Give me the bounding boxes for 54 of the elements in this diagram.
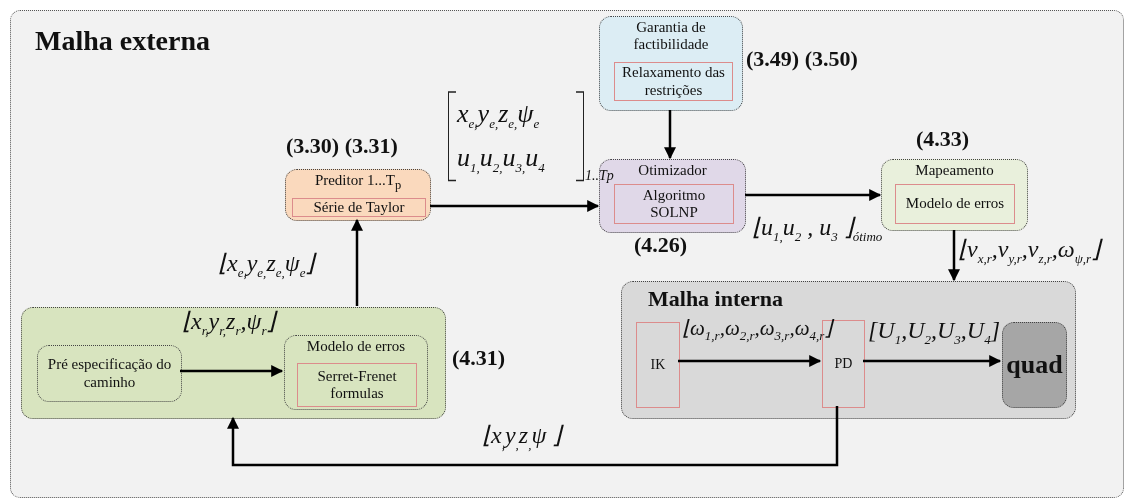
- block-label: Serret-Frenet formulas: [316, 367, 398, 403]
- equation-reference: (4.31): [452, 345, 506, 371]
- edge-label: ⌊x$_{,}$y$_{,}$z$_{,}$ψ ⌋: [482, 422, 562, 453]
- inner-box: [614, 62, 733, 101]
- inner-loop-panel: [621, 281, 1076, 419]
- edge-label: ⌊v$_{x,r}$,v$_{y,r}$,v$_{z,r}$,ω$_{ψ,r}$⌋: [958, 236, 1101, 267]
- block-box: [284, 335, 428, 410]
- inner-box: [292, 198, 426, 217]
- block-label: Preditor 1...T$_{p}$: [313, 172, 403, 193]
- equation-reference: (4.33): [916, 126, 970, 152]
- equation-reference: (3.49) (3.50): [746, 46, 858, 72]
- block-label: Modelo de erros: [305, 338, 407, 356]
- inner-box: [297, 363, 417, 407]
- arrow: [678, 355, 822, 367]
- equation-reference: (4.26): [634, 232, 688, 258]
- edge-label: ⌊ω$_{1,r}$,ω$_{2,r}$,ω$_{3,r}$,ω$_{4,r}$⌋: [682, 317, 833, 344]
- block-label: IK: [649, 356, 667, 374]
- block-label: Série de Taylor: [312, 198, 406, 217]
- block-box: [285, 169, 431, 221]
- inner-box: [895, 184, 1015, 224]
- equation-reference: (3.30) (3.31): [286, 133, 398, 159]
- edge-label: ⌊x$_{r,}$y$_{r,}$z$_{r}$,ψ$_{r}$⌋: [182, 308, 276, 339]
- block-label: quad: [1005, 350, 1064, 380]
- arrow: [745, 189, 882, 201]
- inner-box: [614, 184, 734, 224]
- block-label: PD: [833, 355, 854, 373]
- arrow: [948, 230, 960, 282]
- block-label: Modelo de erros: [904, 195, 1006, 213]
- panel-title: Malha externa: [35, 25, 210, 58]
- edge-label: ⌊x$_{e,}$y$_{e,}$z$_{e,}$ψ$_{e}$⌋: [218, 250, 315, 281]
- edge-label: ⌊u$_{1,}$u$_{2}$ , u$_{3}$ ⌋$_{ótimo}$: [752, 214, 883, 245]
- arrow: [664, 110, 676, 160]
- outer-loop-panel: [10, 10, 1124, 498]
- arrow: [863, 355, 1002, 367]
- block-label: Otimizador: [637, 162, 708, 180]
- block-label: Pré especificação do caminho: [46, 356, 173, 391]
- inner-box: [636, 322, 680, 408]
- arrow: [180, 365, 284, 377]
- block-box: [37, 345, 182, 402]
- arrow: [430, 200, 600, 212]
- block-label: Relaxamento das restrições: [621, 64, 726, 99]
- edge-label: x$_{e,}$y$_{e,}$z$_{e,}$ψ$_{e}$ u$_{1,}$u$_{2,}$u$_{3,}$u$_{4}$: [448, 92, 584, 181]
- block-label: Mapeamento: [914, 162, 995, 180]
- block-box: [881, 159, 1028, 231]
- arrow: [351, 218, 363, 306]
- subscript-label: 1..Tp: [585, 168, 614, 184]
- block-box: [1002, 322, 1067, 408]
- arrow: [227, 406, 839, 467]
- block-label: Garantia de factibilidade: [632, 19, 710, 54]
- group-box: [21, 307, 446, 419]
- block-box: [599, 16, 743, 111]
- panel-title: Malha interna: [648, 286, 784, 312]
- block-label: Algoritmo SOLNP: [641, 186, 707, 222]
- edge-label: [U$_{1}$,U$_{2}$,U$_{3}$,U$_{4}$]: [868, 317, 1001, 348]
